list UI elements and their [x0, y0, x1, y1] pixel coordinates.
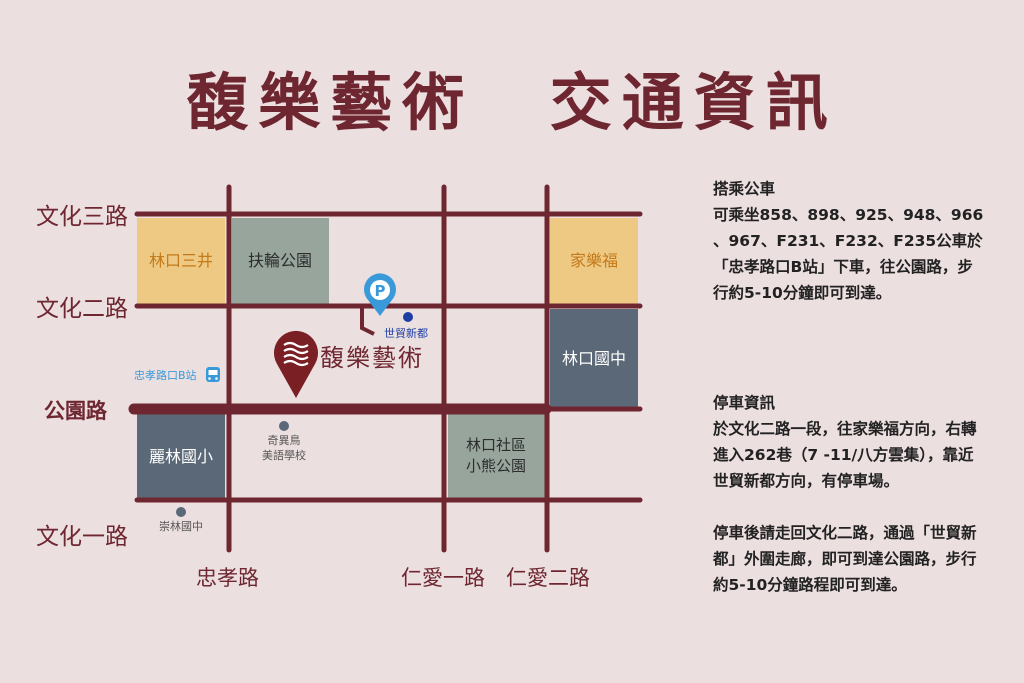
venue-pin-icon — [274, 330, 319, 398]
label-fulun-park: 扶輪公園 — [248, 251, 312, 270]
bus-line-3: 「忠孝路口B站」下車，往公園路，步 — [713, 258, 973, 276]
qiyi-dot — [279, 421, 289, 431]
walk-line-3: 約5-10分鐘路程即可到達。 — [713, 576, 907, 594]
road-label-renai1: 仁愛一路 — [401, 566, 485, 590]
bus-heading: 搭乘公車 — [713, 180, 776, 198]
label-linkou-mitsui: 林口三井 — [149, 251, 213, 270]
shimao-dot — [403, 312, 413, 322]
walk-line-1: 停車後請走回文化二路，通過「世貿新 — [713, 524, 977, 542]
label-shimao: 世貿新都 — [384, 326, 428, 340]
label-community-park-2: 小熊公園 — [466, 457, 526, 475]
label-chonglin: 崇林國中 — [159, 519, 203, 533]
page-title: 馥樂藝術 交通資訊 — [0, 52, 1024, 142]
block-fulun-park — [232, 218, 329, 304]
lane-262 — [360, 308, 375, 336]
parking-symbol: P — [375, 282, 386, 300]
bus-info: 搭乘公車 可乘坐858、898、925、948、966 、967、F231、F2… — [713, 176, 1003, 306]
chonglin-dot — [176, 507, 186, 517]
parking-info: 停車資訊 於文化二路一段，往家樂福方向，右轉 進入262巷（7 -11/八方雲集… — [713, 390, 1003, 494]
parking-line-3: 世貿新都方向，有停車場。 — [713, 472, 900, 490]
title-transport: 交通資訊 — [549, 66, 838, 139]
label-carrefour: 家樂福 — [570, 251, 618, 270]
walk-line-2: 都」外圍走廊，即可到達公園路，步行 — [713, 550, 977, 568]
road-label-wenhua1: 文化一路 — [36, 524, 128, 550]
bus-line-2: 、967、F231、F232、F235公車於 — [713, 232, 983, 250]
label-linkou-junior-high: 林口國中 — [562, 349, 626, 368]
block-lilin-elementary — [137, 414, 225, 498]
label-venue: 馥樂藝術 — [320, 344, 424, 372]
title-brand: 馥樂藝術 — [186, 66, 475, 139]
bus-line-4: 行約5-10分鐘即可到達。 — [713, 284, 892, 302]
road-label-renai2: 仁愛二路 — [506, 566, 590, 590]
parking-line-2: 進入262巷（7 -11/八方雲集），靠近 — [713, 446, 974, 464]
bus-icon — [206, 367, 220, 382]
road-label-zhongxiao: 忠孝路 — [196, 566, 259, 590]
road-label-gongyuan: 公園路 — [44, 399, 108, 423]
venue-marker — [274, 330, 319, 398]
label-lilin-elementary: 麗林國小 — [149, 447, 213, 466]
road-label-wenhua2: 文化二路 — [36, 296, 128, 322]
block-carrefour — [550, 218, 638, 304]
walk-info: 停車後請走回文化二路，通過「世貿新 都」外圍走廊，即可到達公園路，步行 約5-1… — [713, 520, 1003, 598]
block-linkou-junior-high — [550, 309, 638, 407]
bus-line-1: 可乘坐858、898、925、948、966 — [713, 206, 984, 224]
venue-logo-icon — [283, 341, 309, 367]
label-qiyi-1: 奇異鳥 — [268, 433, 301, 447]
block-linkou-mitsui — [137, 218, 225, 304]
label-qiyi-2: 美語學校 — [262, 448, 306, 462]
road-label-wenhua3: 文化三路 — [36, 204, 128, 230]
parking-line-1: 於文化二路一段，往家樂福方向，右轉 — [713, 420, 977, 438]
parking-heading: 停車資訊 — [713, 394, 776, 412]
label-bus-stop: 忠孝路口B站 — [134, 368, 197, 382]
parking-marker: P — [363, 273, 396, 316]
block-community-park — [448, 414, 545, 498]
label-community-park-1: 林口社區 — [466, 436, 526, 454]
